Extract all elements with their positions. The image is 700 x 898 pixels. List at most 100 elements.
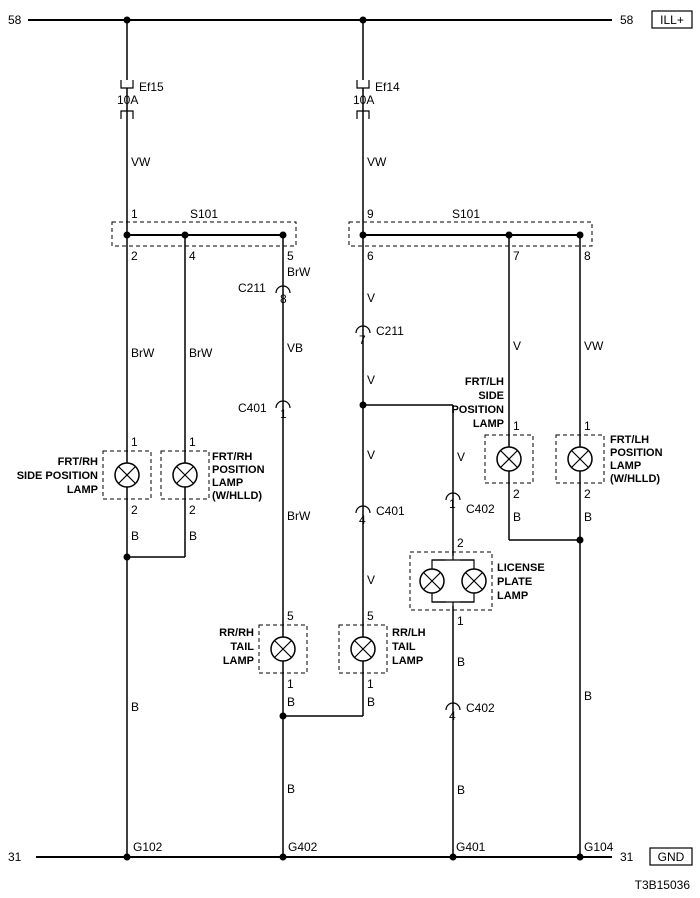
connector-name: C402 (466, 502, 495, 516)
wire-labels: VW VW BrW BrW BrW VB BrW V V V V V V VW … (131, 155, 604, 797)
splice-pin: 1 (131, 207, 138, 221)
wire-label: V (367, 573, 375, 587)
lamp-rr-lh-tail: 5 1 RR/LH TAIL LAMP (338, 609, 426, 691)
connector-c402-1: C402 1 (445, 492, 495, 516)
splice-pin: 5 (287, 249, 294, 263)
fuse-rating: 10A (117, 93, 138, 107)
connector-pin: 4 (449, 709, 456, 723)
lamp-label-line: POSITION (610, 447, 663, 459)
wire-label: B (287, 782, 295, 796)
wire-label: B (287, 695, 295, 709)
ground-labels: G102 G402 G401 G104 (133, 840, 614, 854)
wire-label: BrW (287, 265, 311, 279)
wire-label: B (457, 783, 465, 797)
lamp-pin-top: 1 (584, 419, 591, 433)
fuse-name: Ef15 (139, 80, 164, 94)
fuse-rating: 10A (353, 93, 374, 107)
splice-pin: 8 (584, 249, 591, 263)
splice-pin: 6 (367, 249, 374, 263)
lamp-license-plate: 2 1 LICENSE PLATE LAMP (409, 536, 545, 628)
lamp-label-line: FRT/LH (610, 434, 649, 446)
lamp-label-line: FRT/RH (58, 456, 98, 468)
top-bus-left-label: 58 (8, 13, 22, 27)
wire-label: B (513, 510, 521, 524)
bottom-bus: 31 31 GND (8, 847, 693, 866)
lamp-label-line: FRT/RH (212, 451, 252, 463)
lamp-label-line: FRT/LH (465, 376, 504, 388)
lamp-frt-lh-position: 1 2 FRT/LH POSITION LAMP (W/HLLD) (555, 419, 663, 501)
lamp-label-line: SIDE POSITION (17, 470, 98, 482)
top-bus-tag-box (651, 10, 693, 29)
lamp-frt-rh-side-position: 1 2 FRT/RH SIDE POSITION LAMP (17, 435, 152, 517)
ground-label: G401 (456, 840, 486, 854)
fuse-name: Ef14 (375, 80, 400, 94)
connector-c211-8: C211 8 (238, 281, 291, 306)
ground-label: G102 (133, 840, 163, 854)
connector-pin: 4 (359, 513, 366, 527)
lamp-pin-bottom: 2 (584, 487, 591, 501)
lamp-pin-bottom: 2 (513, 487, 520, 501)
lamp-label-line: TAIL (230, 641, 254, 653)
wire-label: VW (131, 155, 151, 169)
bottom-bus-left-label: 31 (8, 850, 22, 864)
lamp-frt-rh-position: 1 2 FRT/RH POSITION LAMP (W/HLLD) (160, 435, 265, 517)
connector-pin: 8 (280, 292, 287, 306)
fuse-ef15: Ef15 10A (117, 20, 164, 119)
lamp-pin-top: 2 (457, 536, 464, 550)
lamp-label-line: LICENSE (497, 562, 545, 574)
wire-label: BrW (287, 509, 311, 523)
wire-label: B (189, 529, 197, 543)
lamp-label-line: (W/HLLD) (212, 490, 262, 502)
connector-pin: 7 (359, 333, 366, 347)
connector-pin: 1 (449, 497, 456, 511)
lamp-pin-bottom: 2 (131, 503, 138, 517)
wire-label: B (131, 529, 139, 543)
lamp-label-line: (W/HLLD) (610, 473, 660, 485)
lamp-rr-rh-tail: 5 1 RR/RH TAIL LAMP (219, 609, 308, 691)
fuse-ef14: Ef14 10A (353, 20, 400, 119)
connector-name: C401 (376, 504, 405, 518)
ground-label: G104 (584, 840, 614, 854)
wire-label: V (457, 450, 465, 464)
splice-pin: 2 (131, 249, 138, 263)
lamp-label-line: LAMP (223, 655, 254, 667)
lamp-label-line: SIDE (478, 390, 504, 402)
lamp-label-line: TAIL (392, 641, 416, 653)
lamp-label-line: PLATE (497, 576, 532, 588)
connector-pin: 1 (280, 407, 287, 421)
wire-label: V (367, 448, 375, 462)
wire-label: V (367, 373, 375, 387)
splice-name: S101 (190, 207, 218, 221)
top-bus-tag: ILL+ (660, 13, 684, 27)
connector-c401-1: C401 1 (238, 400, 291, 421)
lamp-label-line: LAMP (497, 590, 528, 602)
lamp-label-line: RR/LH (392, 627, 426, 639)
wire-label: BrW (189, 346, 213, 360)
figure-id: T3B15036 (635, 878, 691, 892)
lamp-pin-bottom: 1 (367, 677, 374, 691)
connector-name: C211 (376, 324, 404, 338)
left-circuit-wires (123, 111, 363, 857)
wire-label: VW (367, 155, 387, 169)
wire-label: B (457, 655, 465, 669)
connector-c402-4: C402 4 (445, 701, 495, 723)
lamp-label-line: RR/RH (219, 627, 254, 639)
wire-label: B (584, 510, 592, 524)
connector-name: C402 (466, 701, 495, 715)
lamp-label-line: LAMP (392, 655, 423, 667)
lamp-label-line: LAMP (610, 460, 641, 472)
bottom-bus-right-label: 31 (620, 850, 634, 864)
top-bus-right-label: 58 (620, 13, 634, 27)
bottom-bus-tag: GND (658, 850, 685, 864)
wire-label: BrW (131, 346, 155, 360)
lamp-pin-bottom: 1 (287, 677, 294, 691)
splice-s101-left: S101 1 2 4 5 (111, 207, 297, 263)
wire-label: B (131, 700, 139, 714)
wire-label: VB (287, 341, 303, 355)
lamp-pin-bottom: 2 (189, 503, 196, 517)
connector-name: C401 (238, 401, 267, 415)
wire-label: V (367, 291, 375, 305)
lamp-pin-top: 1 (131, 435, 138, 449)
top-bus: 58 58 ILL+ (8, 10, 693, 29)
